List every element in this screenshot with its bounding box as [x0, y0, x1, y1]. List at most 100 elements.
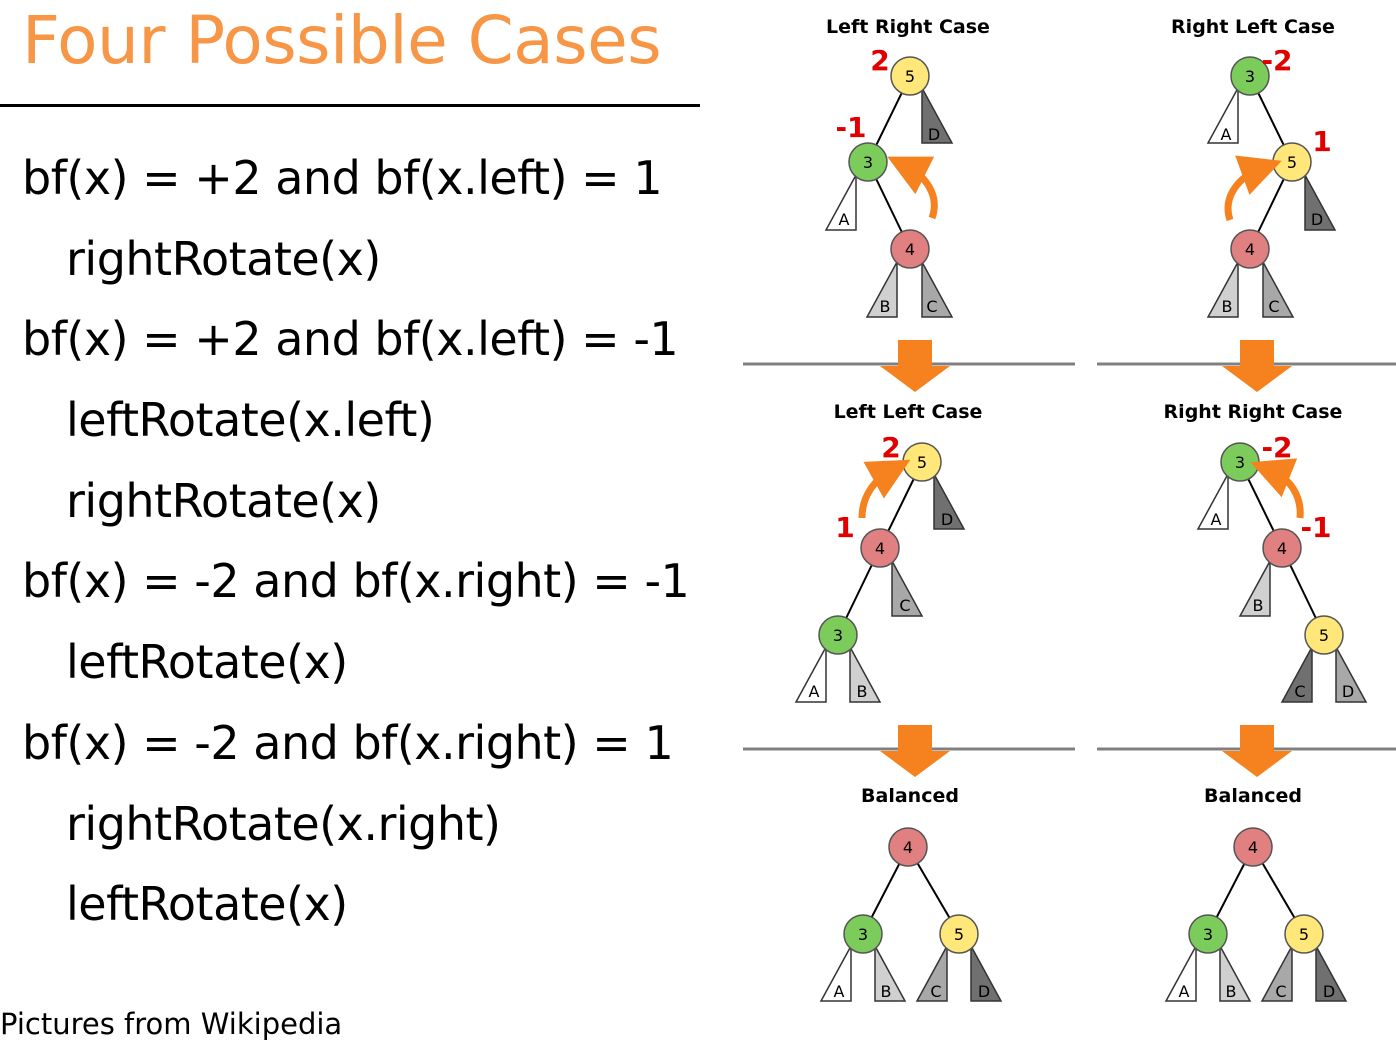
- svg-text:A: A: [834, 982, 845, 1001]
- svg-text:4: 4: [1245, 240, 1255, 259]
- svg-text:B: B: [1226, 982, 1237, 1001]
- case-4-action-1: rightRotate(x.right): [66, 797, 501, 851]
- balance-factor-label: 2: [881, 431, 900, 464]
- balance-factor-label: 1: [1312, 125, 1331, 158]
- svg-text:4: 4: [1277, 539, 1287, 558]
- svg-text:A: A: [809, 682, 820, 701]
- node-5: 5: [1272, 142, 1312, 182]
- svg-text:B: B: [881, 982, 892, 1001]
- svg-text:4: 4: [1248, 838, 1258, 857]
- svg-text:C: C: [930, 982, 941, 1001]
- subtree-b: B: [849, 646, 882, 703]
- svg-text:A: A: [1221, 125, 1232, 144]
- case-4-action-2: leftRotate(x): [66, 877, 348, 931]
- svg-text:C: C: [899, 596, 910, 615]
- svg-text:D: D: [928, 125, 940, 144]
- subtree-c: C: [915, 945, 948, 1002]
- case-1-action-1: rightRotate(x): [66, 232, 381, 286]
- subtree-a: A: [1206, 87, 1239, 144]
- node-4: 4: [890, 229, 930, 269]
- svg-text:4: 4: [903, 838, 913, 857]
- svg-text:A: A: [1211, 510, 1222, 529]
- node-5: 5: [1284, 914, 1324, 954]
- svg-text:5: 5: [1287, 153, 1297, 172]
- case-4-condition: bf(x) = -2 and bf(x.right) = 1: [22, 716, 674, 770]
- svg-text:C: C: [1294, 682, 1305, 701]
- node-3: 3: [848, 142, 888, 182]
- node-5: 5: [902, 442, 942, 482]
- svg-text:4: 4: [875, 539, 885, 558]
- svg-text:3: 3: [1245, 67, 1255, 86]
- svg-text:D: D: [1342, 682, 1354, 701]
- subtree-b: B: [1238, 560, 1271, 617]
- svg-text:5: 5: [917, 453, 927, 472]
- svg-text:5: 5: [905, 67, 915, 86]
- node-4: 4: [860, 528, 900, 568]
- node-5: 5: [1304, 615, 1344, 655]
- node-4: 4: [1230, 229, 1270, 269]
- down-arrow-icon: [880, 725, 950, 777]
- subtree-a: A: [1164, 945, 1197, 1002]
- node-3: 3: [843, 914, 883, 954]
- subtree-a: A: [819, 945, 852, 1002]
- subtree-c: C: [891, 560, 924, 617]
- balance-factor-label: -2: [1261, 431, 1292, 464]
- node-3: 3: [1220, 442, 1260, 482]
- node-4: 4: [1262, 528, 1302, 568]
- balance-factor-label: -1: [835, 111, 866, 144]
- subtree-a: A: [794, 646, 827, 703]
- panel-title-left-right: Left Right Case: [826, 16, 990, 38]
- node-5: 5: [890, 56, 930, 96]
- balance-factor-label: -2: [1261, 44, 1292, 77]
- svg-text:5: 5: [954, 925, 964, 944]
- node-4: 4: [888, 827, 928, 867]
- case-2-action-2: rightRotate(x): [66, 474, 381, 528]
- svg-text:D: D: [978, 982, 990, 1001]
- node-5: 5: [939, 914, 979, 954]
- case-3-condition: bf(x) = -2 and bf(x.right) = -1: [22, 554, 690, 608]
- subtree-c: C: [1280, 646, 1313, 703]
- subtree-c: C: [1262, 261, 1295, 318]
- subtree-a: A: [824, 174, 857, 231]
- rotate-arrow-icon: [1224, 155, 1282, 222]
- svg-text:B: B: [857, 682, 868, 701]
- svg-text:3: 3: [863, 153, 873, 172]
- svg-text:D: D: [1323, 982, 1335, 1001]
- node-3: 3: [818, 615, 858, 655]
- subtree-c: C: [1260, 945, 1293, 1002]
- balance-factor-label: 2: [870, 44, 889, 77]
- svg-text:C: C: [1275, 982, 1286, 1001]
- subtree-d: D: [1335, 646, 1368, 703]
- subtree-d: D: [933, 473, 966, 530]
- svg-text:D: D: [1311, 210, 1323, 229]
- case-3-action-1: leftRotate(x): [66, 635, 348, 689]
- subtree-d: D: [1304, 174, 1337, 231]
- subtree-c: C: [921, 261, 954, 318]
- svg-text:C: C: [926, 297, 937, 316]
- svg-text:5: 5: [1299, 925, 1309, 944]
- rotate-arrow-icon: [887, 156, 938, 220]
- subtree-d: D: [921, 87, 954, 144]
- panel-title-balanced-left: Balanced: [861, 785, 959, 807]
- svg-text:3: 3: [1235, 453, 1245, 472]
- panel-title-left-left: Left Left Case: [834, 401, 983, 423]
- image-credit: Pictures from Wikipedia: [0, 1007, 343, 1041]
- subtree-d: D: [1315, 945, 1348, 1002]
- balance-factor-label: -1: [1300, 511, 1331, 544]
- rotate-arrow-icon: [858, 459, 911, 519]
- node-3: 3: [1230, 56, 1270, 96]
- down-arrow-icon: [880, 340, 950, 392]
- svg-text:C: C: [1268, 297, 1279, 316]
- case-2-condition: bf(x) = +2 and bf(x.left) = -1: [22, 312, 679, 366]
- down-arrow-icon: [1222, 340, 1292, 392]
- subtree-a: A: [1196, 473, 1229, 530]
- panel-title-right-right: Right Right Case: [1164, 401, 1343, 423]
- subtree-b: B: [1206, 261, 1239, 318]
- node-4: 4: [1233, 827, 1273, 867]
- subtree-d: D: [970, 945, 1003, 1002]
- subtree-b: B: [865, 261, 898, 318]
- down-arrow-icon: [1222, 725, 1292, 777]
- svg-text:3: 3: [858, 925, 868, 944]
- subtree-b: B: [874, 945, 907, 1002]
